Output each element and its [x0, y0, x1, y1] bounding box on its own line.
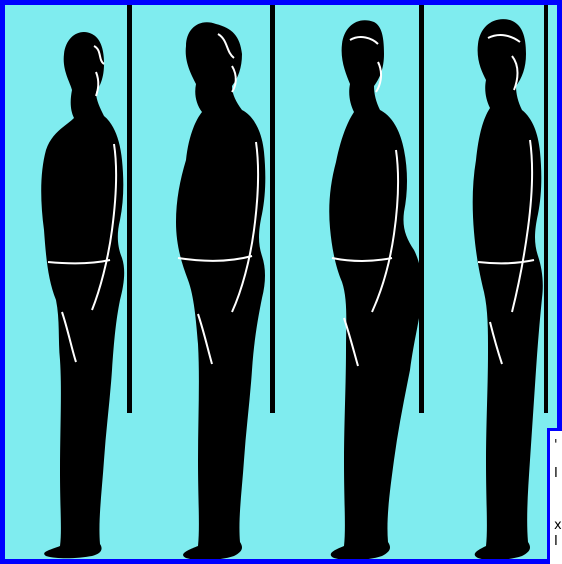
- plumb-line-1: [127, 5, 132, 413]
- corner-glyph: x: [554, 519, 562, 532]
- plumb-line-3: [419, 5, 424, 413]
- corner-glyph: ': [554, 439, 558, 452]
- corner-overlay-box: ' I x I: [547, 428, 562, 564]
- plumb-line-4: [544, 5, 548, 413]
- plumb-line-2: [270, 5, 275, 413]
- corner-glyph: I: [554, 535, 558, 548]
- corner-glyph: I: [554, 467, 558, 480]
